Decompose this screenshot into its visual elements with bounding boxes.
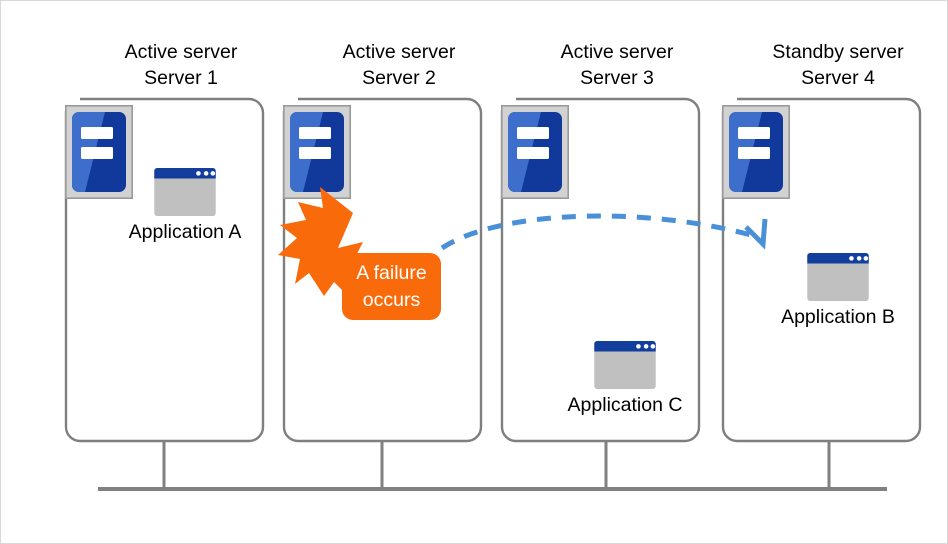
server-rack-icon — [501, 105, 569, 199]
server-name-label: Server 4 — [801, 67, 875, 89]
server-role-label: Standby server — [772, 41, 904, 63]
server-role-label: Active server — [124, 41, 238, 63]
failure-badge-text: A failure occurs — [342, 260, 441, 314]
server-header-4: Standby server Server 4 — [738, 39, 938, 91]
shared-network-bus — [98, 441, 887, 491]
server-header-2: Active server Server 2 — [299, 39, 499, 91]
app-window-icon — [807, 253, 869, 301]
server-name-label: Server 3 — [580, 67, 654, 89]
server-name-label: Server 2 — [362, 67, 436, 89]
failure-badge[interactable] — [342, 253, 441, 320]
server-header-1: Active server Server 1 — [81, 39, 281, 91]
server-name-label: Server 1 — [144, 67, 218, 89]
app-window-icon — [594, 341, 656, 389]
app-window-icon — [154, 168, 216, 216]
application-label-a: Application A — [128, 221, 242, 243]
server-rack-icon — [283, 105, 351, 199]
server-header-3: Active server Server 3 — [517, 39, 717, 91]
failure-badge-line-1: A failure — [356, 262, 427, 284]
failure-badge-line-2: occurs — [362, 289, 421, 311]
server-role-label: Active server — [560, 41, 674, 63]
failover-arrow — [440, 213, 768, 251]
server-rack-icon — [65, 105, 133, 199]
application-label-b: Application B — [781, 306, 895, 328]
server-role-label: Active server — [342, 41, 456, 63]
application-label-c: Application C — [567, 394, 683, 416]
server-rack-icon — [722, 105, 790, 199]
